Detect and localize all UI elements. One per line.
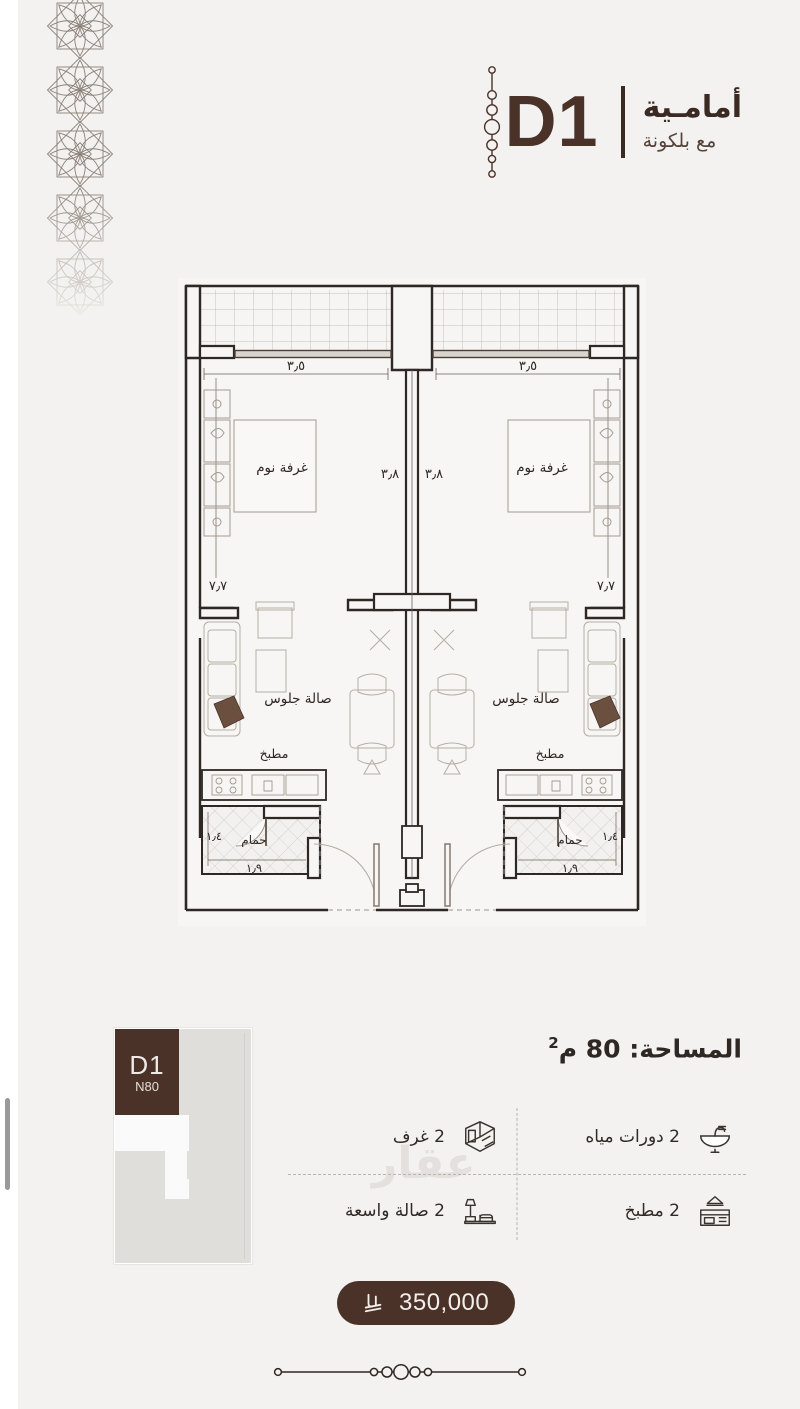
unit-shape-highlight xyxy=(165,1179,189,1199)
feature-bathrooms-label: 2 دورات مياه xyxy=(585,1127,680,1147)
area-unit: م xyxy=(558,1034,578,1064)
unit-code-heading: D1 xyxy=(504,82,599,162)
svg-text:٧٫٧: ٧٫٧ xyxy=(597,579,615,594)
unit-shape-highlight xyxy=(165,1115,187,1197)
unit-code-tile: D1 N80 xyxy=(115,1029,179,1115)
living-room-icon xyxy=(459,1190,501,1232)
svg-text:٧٫٧: ٧٫٧ xyxy=(209,579,227,594)
svg-text:٣٫٨: ٣٫٨ xyxy=(381,467,399,482)
kitchen-icon xyxy=(694,1190,736,1232)
page-scrollbar-track[interactable] xyxy=(0,0,18,1409)
unit-card-edge xyxy=(244,1033,245,1259)
svg-text:مطبخ: مطبخ xyxy=(536,746,565,761)
svg-text:١٫٩: ١٫٩ xyxy=(246,861,262,875)
header-divider xyxy=(620,86,625,158)
area-unit-exponent: 2 xyxy=(548,1034,559,1052)
feature-bedrooms: 2 غرف xyxy=(282,1100,517,1174)
bedroom-icon xyxy=(459,1116,501,1158)
page-title: أمامـية xyxy=(642,90,742,125)
dot-chain-ornament-icon xyxy=(479,62,505,182)
svg-text:٣٫٥: ٣٫٥ xyxy=(519,359,537,374)
page-scrollbar-thumb[interactable] xyxy=(5,1098,10,1190)
area-title: المساحة: xyxy=(629,1034,742,1064)
features-horizontal-divider xyxy=(288,1174,746,1175)
page-subtitle: مع بلكونة xyxy=(642,129,717,152)
svg-text:صالة جلوس: صالة جلوس xyxy=(264,691,332,707)
feature-bedrooms-label: 2 غرف xyxy=(392,1127,445,1147)
area-value: 80 xyxy=(585,1034,621,1064)
svg-text:٣٫٥: ٣٫٥ xyxy=(287,359,305,374)
price-value: 350,000 xyxy=(399,1289,490,1316)
svg-text:حمام: حمام xyxy=(557,833,582,847)
price-badge[interactable]: 350,000 xyxy=(337,1281,516,1325)
svg-text:١٫٤: ١٫٤ xyxy=(206,829,222,843)
feature-bathrooms: 2 دورات مياه xyxy=(517,1100,752,1174)
feature-kitchen: 2 مطبخ xyxy=(517,1174,752,1248)
unit-thumbnail-card[interactable]: D1 N80 xyxy=(114,1028,252,1264)
svg-text:حمام: حمام xyxy=(241,833,266,847)
area-label: المساحة: 80 م2 xyxy=(548,1034,742,1063)
feature-living-room: 2 صالة واسعة xyxy=(282,1174,517,1248)
bathroom-sink-icon xyxy=(694,1116,736,1158)
svg-text:١٫٩: ١٫٩ xyxy=(562,861,578,875)
listing-header: أمامـية مع بلكونة D1 xyxy=(0,62,800,192)
feature-living-room-label: 2 صالة واسعة xyxy=(344,1201,445,1221)
unit-card-number: N80 xyxy=(135,1078,159,1094)
svg-text:غرفة نوم: غرفة نوم xyxy=(256,460,308,476)
pagination-dots-icon[interactable] xyxy=(0,1352,800,1392)
features-grid: 2 دورات مياه 2 غرف xyxy=(282,1100,752,1248)
svg-text:غرفة نوم: غرفة نوم xyxy=(516,460,568,476)
svg-text:٣٫٨: ٣٫٨ xyxy=(425,467,443,482)
feature-kitchen-label: 2 مطبخ xyxy=(624,1201,680,1221)
svg-text:صالة جلوس: صالة جلوس xyxy=(492,691,560,707)
unit-card-code: D1 xyxy=(129,1049,165,1080)
svg-text:مطبخ: مطبخ xyxy=(260,746,289,761)
saudi-riyal-icon xyxy=(363,1292,385,1314)
floor-plan-drawing: ٣٫٥ ٣٫٥ ٣٫٨ ٣٫٨ ٧٫٧ ٧٫٧ غرفة نوم xyxy=(178,278,646,926)
svg-text:١٫٤: ١٫٤ xyxy=(602,829,618,843)
